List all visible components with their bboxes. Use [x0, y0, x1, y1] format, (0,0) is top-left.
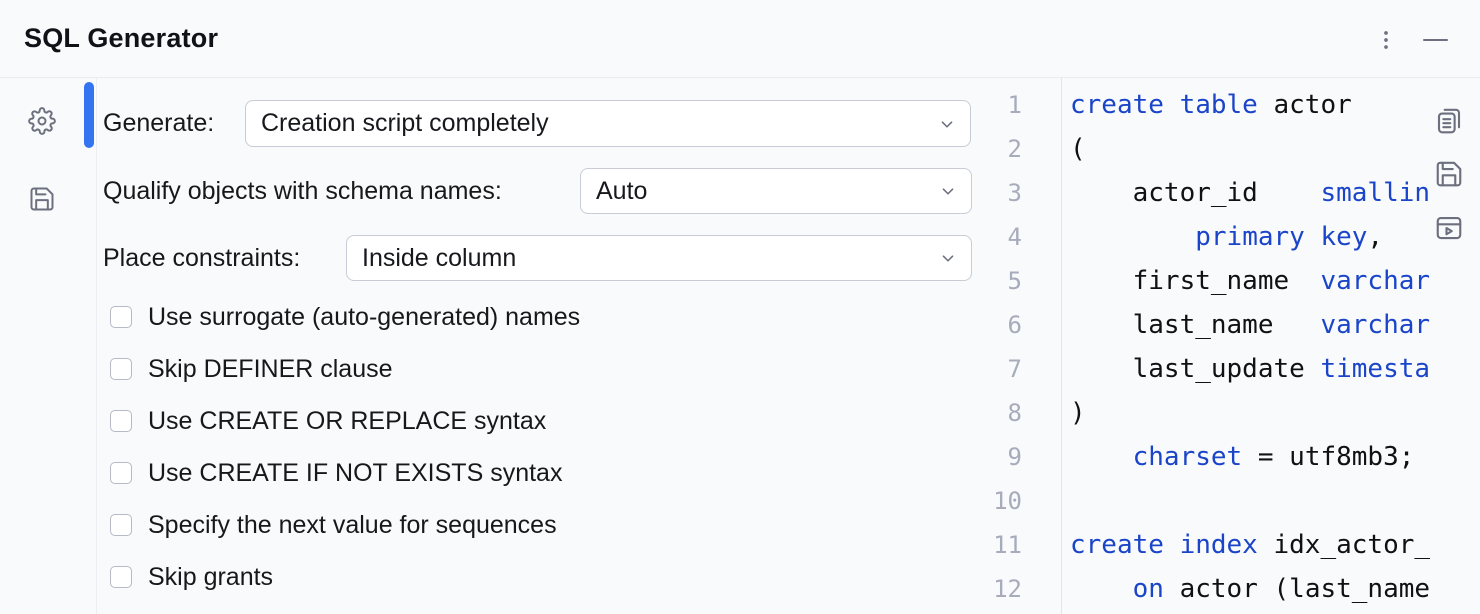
code-line — [1070, 479, 1432, 523]
qualify-dropdown-value: Auto — [596, 176, 648, 205]
line-number: 3 — [1007, 179, 1022, 207]
place-constraints-dropdown-value: Inside column — [362, 243, 517, 272]
open-in-console-button[interactable] — [1433, 212, 1465, 244]
generate-label: Generate: — [103, 109, 215, 137]
generate-dropdown-value: Creation script completely — [261, 109, 549, 137]
line-number: 1 — [1007, 91, 1022, 119]
code-token: actor — [1257, 90, 1352, 120]
gutter-separator — [1061, 78, 1062, 614]
code-line: on actor (last_name — [1070, 567, 1432, 611]
window-header: SQL Generator — [0, 0, 1480, 78]
code-line: last_name varchar — [1070, 303, 1432, 347]
line-number: 12 — [993, 575, 1022, 603]
checkbox[interactable] — [110, 566, 132, 588]
code-line: create table actor — [1070, 83, 1432, 127]
checkbox[interactable] — [110, 462, 132, 484]
sql-preview-code[interactable]: create table actor ( actor_id smallin pri… — [1070, 83, 1432, 611]
code-token: charset — [1132, 442, 1243, 472]
line-number: 10 — [993, 487, 1022, 515]
checkbox[interactable] — [110, 358, 132, 380]
code-line: last_update timesta — [1070, 347, 1432, 391]
checkbox-label: Use CREATE OR REPLACE syntax — [148, 407, 547, 435]
line-number: 6 — [1007, 311, 1022, 339]
checkbox-label: Use CREATE IF NOT EXISTS syntax — [148, 459, 563, 487]
page-title: SQL Generator — [24, 23, 219, 53]
checkbox[interactable] — [110, 410, 132, 432]
minimize-button[interactable] — [1418, 23, 1452, 57]
code-line: create index idx_actor_ — [1070, 523, 1432, 567]
code-token: ) — [1070, 398, 1086, 428]
code-token: , — [1367, 222, 1384, 252]
code-token: last_name — [1070, 310, 1321, 340]
code-token: actor (last_name — [1163, 574, 1431, 604]
checkbox-row[interactable]: Use surrogate (auto-generated) names — [110, 303, 581, 331]
checkbox-row[interactable]: Skip grants — [110, 563, 580, 591]
code-line: charset = utf8mb3; — [1070, 435, 1432, 479]
checkbox-list: Use surrogate (auto-generated) names Ski… — [110, 303, 581, 614]
code-token: actor_id — [1070, 178, 1321, 208]
checkbox-label: Use surrogate (auto-generated) names — [148, 303, 581, 331]
more-options-button[interactable] — [1369, 23, 1403, 57]
place-constraints-dropdown[interactable]: Inside column — [346, 235, 972, 281]
line-number: 7 — [1007, 355, 1022, 383]
code-token — [1070, 574, 1133, 604]
line-number: 2 — [1007, 135, 1022, 163]
code-token — [1070, 442, 1133, 472]
chevron-down-icon — [937, 180, 959, 202]
settings-button[interactable] — [26, 105, 58, 137]
line-number: 5 — [1007, 267, 1022, 295]
code-line: primary key, — [1070, 215, 1432, 259]
code-token: = utf8mb3; — [1242, 442, 1415, 472]
kebab-menu-icon — [1384, 31, 1388, 49]
save-settings-button[interactable] — [26, 183, 58, 215]
chevron-down-icon — [936, 113, 958, 135]
code-token: ( — [1070, 134, 1086, 164]
code-line: actor_id smallin — [1070, 171, 1432, 215]
gear-icon — [28, 107, 56, 135]
code-token: last_update — [1070, 354, 1321, 384]
line-number: 4 — [1007, 223, 1022, 251]
code-token: smallin — [1320, 178, 1431, 208]
code-line: ) — [1070, 391, 1432, 435]
code-token: varchar — [1320, 310, 1431, 340]
line-number: 9 — [1007, 443, 1022, 471]
checkbox-label: Specify the next value for sequences — [148, 511, 557, 539]
copy-code-button[interactable] — [1433, 105, 1465, 137]
qualify-dropdown[interactable]: Auto — [580, 168, 972, 214]
minimize-icon — [1422, 38, 1448, 42]
line-number: 8 — [1007, 399, 1022, 427]
checkbox-row[interactable]: Skip DEFINER clause — [110, 355, 580, 383]
checkbox-label: Skip DEFINER clause — [148, 355, 393, 383]
checkbox-row[interactable]: Use CREATE IF NOT EXISTS syntax — [110, 459, 580, 487]
copy-icon — [1437, 108, 1461, 134]
checkbox-row[interactable]: Specify the next value for sequences — [110, 511, 580, 539]
code-token: varchar — [1320, 266, 1431, 296]
qualify-label: Qualify objects with schema names: — [103, 176, 502, 205]
code-token — [1070, 222, 1195, 252]
place-constraints-label: Place constraints: — [103, 243, 301, 272]
panel-separator — [96, 78, 97, 614]
code-line: first_name varchar — [1070, 259, 1432, 303]
save-to-file-button[interactable] — [1433, 158, 1465, 190]
open-in-console-icon — [1436, 216, 1462, 240]
code-token: primary key — [1195, 222, 1368, 252]
checkbox-label: Skip grants — [148, 563, 274, 591]
floppy-save-icon — [30, 187, 54, 211]
floppy-save-icon — [1436, 161, 1462, 187]
line-number: 11 — [993, 531, 1022, 559]
code-token: first_name — [1070, 266, 1321, 296]
checkbox[interactable] — [110, 514, 132, 536]
code-token: idx_actor_ — [1257, 530, 1431, 560]
options-scrollbar-thumb[interactable] — [84, 82, 94, 148]
code-token: on — [1132, 574, 1164, 604]
generate-dropdown[interactable]: Creation script completely — [245, 100, 971, 147]
checkbox-row[interactable]: Use CREATE OR REPLACE syntax — [110, 407, 580, 435]
code-token: create index — [1070, 530, 1258, 560]
chevron-down-icon — [937, 247, 959, 269]
code-line: ( — [1070, 127, 1432, 171]
code-token: create table — [1070, 90, 1258, 120]
code-token: timesta — [1320, 354, 1431, 384]
checkbox[interactable] — [110, 306, 132, 328]
